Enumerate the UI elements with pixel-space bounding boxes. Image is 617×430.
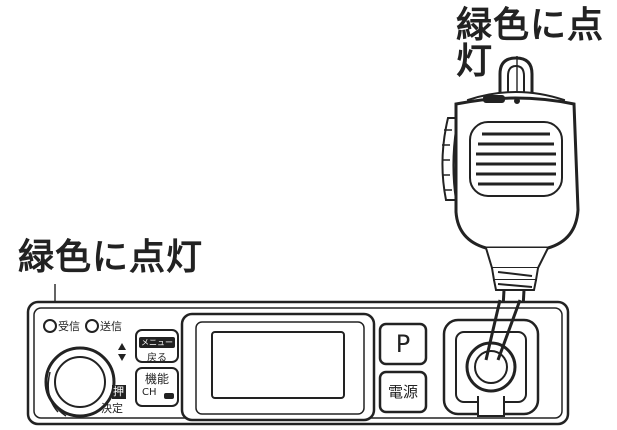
mic-led-callout: 緑色に点灯 (456, 5, 605, 82)
radio-body (26, 300, 570, 426)
receive-label: 受信 (58, 320, 80, 333)
menu-button[interactable]: メニュー 戻る (136, 330, 178, 364)
receive-led (43, 319, 57, 333)
microphone (441, 56, 580, 363)
menu-button-bottom: 戻る (147, 353, 167, 364)
p-button[interactable]: P (395, 330, 411, 358)
push-label: 押 (113, 385, 124, 398)
power-button[interactable]: 電源 (387, 383, 418, 401)
transmit-led (85, 319, 99, 333)
function-button-bottom: CH (142, 387, 157, 398)
lcd-display (211, 331, 345, 399)
push-badge (112, 385, 126, 399)
function-button-top: 機能 (144, 372, 169, 386)
transmit-label: 送信 (100, 320, 122, 333)
confirm-label: 決定 (101, 402, 123, 415)
menu-button-top: メニュー (139, 337, 175, 348)
function-button[interactable]: 機能 CH (136, 370, 178, 406)
radio-led-callout: 緑色に点灯 (18, 237, 204, 278)
